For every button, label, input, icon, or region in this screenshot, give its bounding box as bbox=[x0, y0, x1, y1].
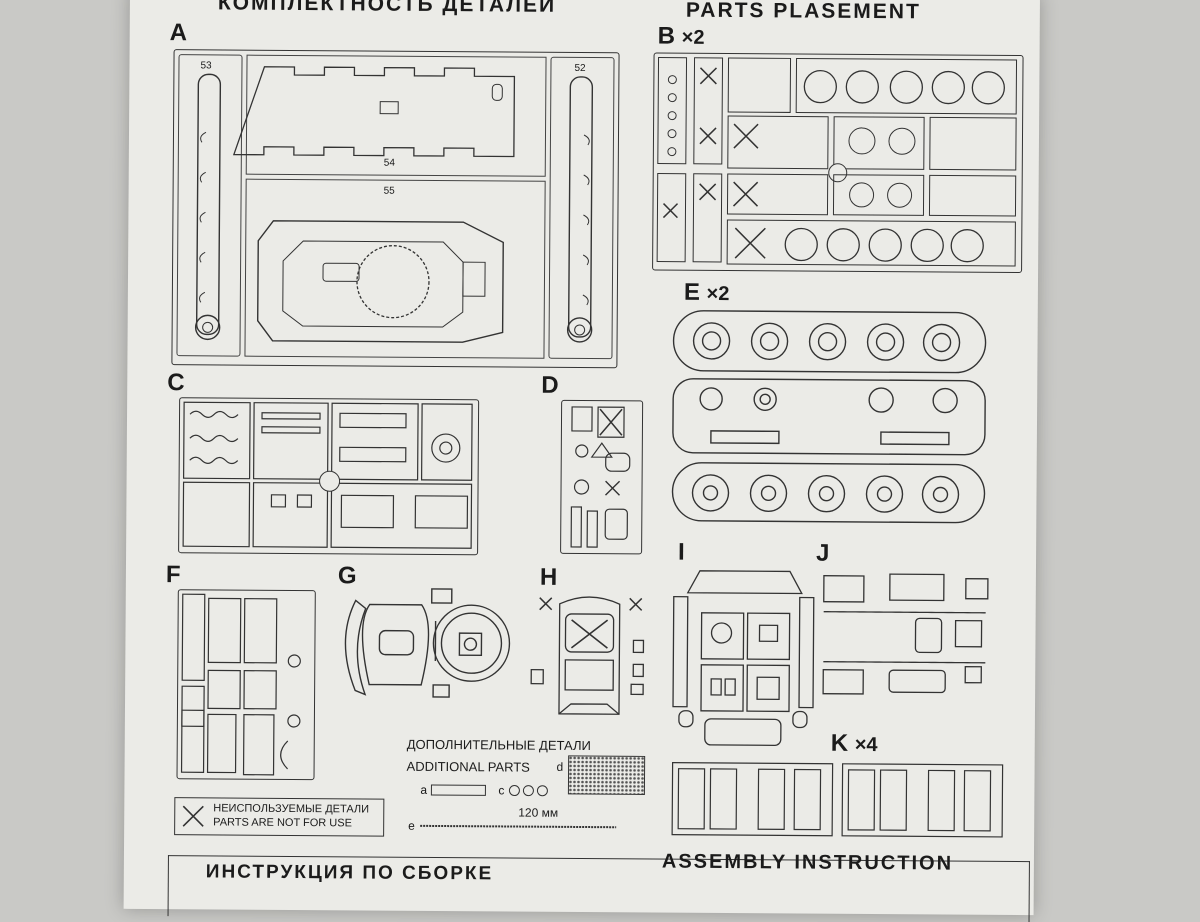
header-title-ru: КОМПЛЕКТНОСТЬ ДЕТАЛЕЙ bbox=[217, 0, 557, 17]
part-54-number: 54 bbox=[383, 157, 395, 169]
sprue-k-drawing bbox=[671, 762, 1004, 838]
sprue-e-drawing bbox=[671, 310, 987, 524]
mesh-sheet-drawing bbox=[567, 755, 646, 795]
legend-text-en: PARTS ARE NOT FOR USE bbox=[213, 816, 352, 830]
hull-bottom-drawing bbox=[256, 220, 504, 343]
sprue-g-drawing bbox=[344, 588, 511, 698]
wire-length: 120 мм bbox=[518, 805, 559, 820]
part-55-number: 55 bbox=[383, 185, 395, 197]
additional-letter-a: a bbox=[420, 782, 428, 797]
sprue-e-label: E ×2 bbox=[683, 278, 730, 306]
sprue-f-frame bbox=[176, 589, 316, 781]
sprue-b-label: B ×2 bbox=[657, 22, 705, 50]
hull-top-plate-drawing bbox=[232, 66, 516, 158]
wire-drawing bbox=[420, 824, 617, 829]
sprue-j-drawing bbox=[822, 573, 989, 695]
sprue-j-label: J bbox=[815, 539, 830, 567]
additional-title-ru: ДОПОЛНИТЕЛЬНЫЕ ДЕТАЛИ bbox=[406, 736, 591, 754]
sprue-d-drawing bbox=[570, 406, 631, 548]
footer-title-ru: ИНСТРУКЦИЯ ПО СБОРКЕ bbox=[205, 861, 494, 885]
legend-text-ru: НЕИСПОЛЬЗУЕМЫЕ ДЕТАЛИ bbox=[213, 802, 370, 816]
additional-letter-d: d bbox=[556, 759, 564, 774]
sprue-d-label: D bbox=[541, 371, 559, 399]
additional-title-en: ADDITIONAL PARTS bbox=[406, 758, 530, 775]
sprue-b-drawing bbox=[656, 57, 1018, 267]
part-52-number: 52 bbox=[574, 62, 586, 75]
part-53-number: 53 bbox=[200, 60, 212, 72]
sprue-c-label: C bbox=[167, 369, 185, 397]
sprue-h-drawing bbox=[530, 596, 645, 715]
header-title-en: PARTS PLASEMENT bbox=[685, 0, 921, 24]
instruction-sheet: КОМПЛЕКТНОСТЬ ДЕТАЛЕЙ PARTS PLASEMENT A … bbox=[123, 0, 1040, 922]
additional-letter-e: e bbox=[408, 818, 415, 833]
track-left-drawing bbox=[194, 73, 222, 341]
track-right-drawing bbox=[566, 76, 594, 343]
sprue-c-drawing bbox=[182, 401, 473, 549]
unused-parts-legend: НЕИСПОЛЬЗУЕМЫЕ ДЕТАЛИ PARTS ARE NOT FOR … bbox=[174, 797, 385, 837]
sprue-i-drawing bbox=[672, 570, 815, 746]
sprue-f-label: F bbox=[165, 561, 181, 589]
additional-letter-c: c bbox=[498, 783, 505, 798]
sprue-k-label: K ×4 bbox=[830, 729, 878, 757]
part-a-drawing bbox=[430, 784, 486, 796]
sprue-e-frame bbox=[670, 309, 989, 525]
part-c-drawing bbox=[508, 785, 548, 797]
sprue-d-frame bbox=[560, 399, 644, 555]
sprue-f-drawing bbox=[180, 593, 301, 776]
sprue-a-frame: 53 54 55 52 bbox=[171, 49, 620, 369]
sprue-b-frame bbox=[652, 52, 1024, 274]
sprue-c-frame bbox=[178, 397, 480, 556]
cross-icon bbox=[182, 805, 204, 827]
footer-title-en: ASSEMBLY INSTRUCTION bbox=[661, 850, 954, 875]
sprue-a-label: A bbox=[169, 19, 188, 47]
